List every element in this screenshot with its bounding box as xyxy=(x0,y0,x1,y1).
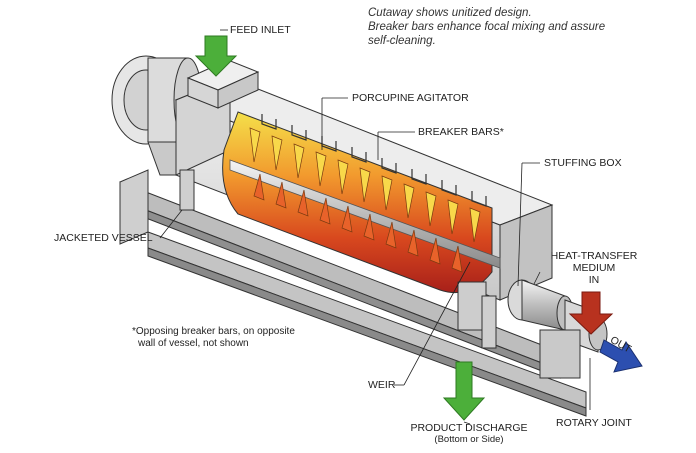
label-weir: WEIR xyxy=(368,379,396,391)
label-porcupine-agitator: PORCUPINE AGITATOR xyxy=(352,92,469,104)
heat-transfer-line-1: HEAT-TRANSFER xyxy=(550,250,638,262)
footnote: *Opposing breaker bars, on opposite wall… xyxy=(132,326,295,350)
cutaway-interior xyxy=(222,111,501,294)
heat-transfer-line-2: MEDIUM xyxy=(572,262,616,274)
support-legs xyxy=(179,169,497,349)
label-breaker-bars: BREAKER BARS* xyxy=(418,126,504,138)
label-stuffing-box: STUFFING BOX xyxy=(544,157,622,169)
caption-line-3: self-cleaning. xyxy=(368,35,436,47)
label-jacketed-vessel: JACKETED VESSEL xyxy=(54,232,153,244)
product-discharge-title: PRODUCT DISCHARGE xyxy=(410,422,528,434)
caption: Cutaway shows unitized design. Breaker b… xyxy=(368,6,605,48)
heat-medium-out-arrow xyxy=(599,339,643,373)
product-discharge-arrow xyxy=(442,361,486,421)
label-rotary-joint: ROTARY JOINT xyxy=(556,417,632,429)
agitator-fingers xyxy=(249,127,481,273)
product-discharge-sub: (Bottom or Side) xyxy=(434,434,504,445)
right-end-assembly xyxy=(457,279,608,379)
caption-line-2: Breaker bars enhance focal mixing and as… xyxy=(368,21,606,33)
breaker-bars xyxy=(261,114,487,207)
caption-line-1: Cutaway shows unitized design. xyxy=(368,7,532,19)
label-heat-transfer-medium-in: HEAT-TRANSFER MEDIUM IN xyxy=(536,250,652,286)
label-feed-inlet: FEED INLET xyxy=(230,24,291,36)
label-product-discharge: PRODUCT DISCHARGE (Bottom or Side) xyxy=(398,422,540,446)
feed-inlet-hopper xyxy=(186,59,260,109)
heat-transfer-line-3: IN xyxy=(588,274,600,286)
footnote-line-1: *Opposing breaker bars, on opposite xyxy=(132,326,295,337)
feed-inlet-arrow xyxy=(194,35,238,77)
leader-lines xyxy=(159,29,591,425)
base-frame xyxy=(119,169,587,417)
footnote-line-2: wall of vessel, not shown xyxy=(138,338,249,349)
heat-medium-in-arrow xyxy=(568,291,614,335)
